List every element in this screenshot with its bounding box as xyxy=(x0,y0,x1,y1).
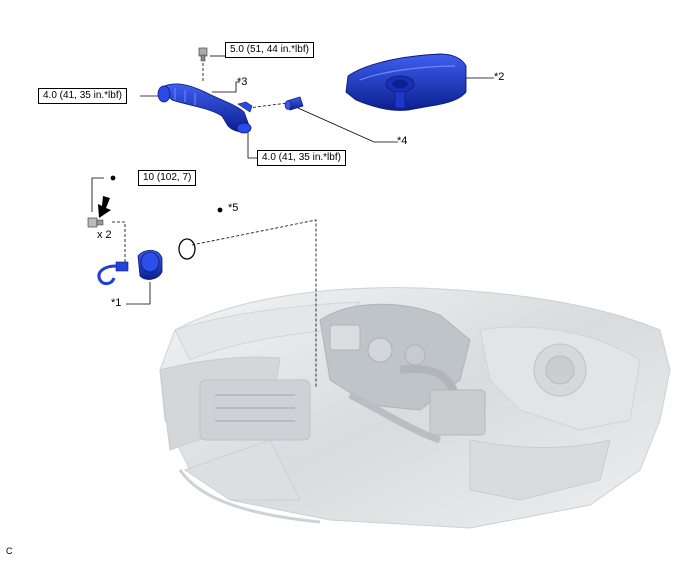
top-bolt xyxy=(198,47,208,62)
leader-part4 xyxy=(297,107,398,143)
dashed-leaders xyxy=(112,58,317,388)
bullet-dot-oring xyxy=(217,207,223,213)
figure-code: C xyxy=(6,546,13,556)
callout-part3: *3 xyxy=(237,76,248,88)
sensor-unit xyxy=(97,249,163,286)
o-ring xyxy=(178,238,196,260)
engine-compartment xyxy=(159,287,671,529)
torque-box-lower-clamp: 4.0 (41, 35 in.*lbf) xyxy=(257,150,346,166)
intake-hose xyxy=(157,83,253,134)
small-hose xyxy=(284,96,304,111)
dashed-sensor-leader xyxy=(112,221,126,262)
callout-part4: *4 xyxy=(397,135,408,147)
callout-part1: *1 xyxy=(111,297,122,309)
leader-lower-clamp xyxy=(247,132,258,159)
leader-part1 xyxy=(126,282,151,305)
bullet-dot-bolts xyxy=(110,175,116,181)
torque-box-top-bolt: 5.0 (51, 44 in.*lbf) xyxy=(225,42,314,58)
leader-bolts xyxy=(91,177,104,212)
callout-part2: *2 xyxy=(494,71,505,83)
leader-part3 xyxy=(212,81,240,93)
arrow-icon xyxy=(98,196,111,218)
torque-box-bolts: 10 (102, 7) xyxy=(138,170,197,186)
quantity-label: x 2 xyxy=(97,229,112,241)
sensor-bolts xyxy=(87,217,104,228)
dashed-hose-leader xyxy=(247,102,289,109)
torque-box-left-clamp: 4.0 (41, 35 in.*lbf) xyxy=(38,88,127,104)
callout-part5: *5 xyxy=(228,202,239,214)
dashed-oring-leader xyxy=(191,219,317,388)
engine-cover xyxy=(345,53,467,111)
